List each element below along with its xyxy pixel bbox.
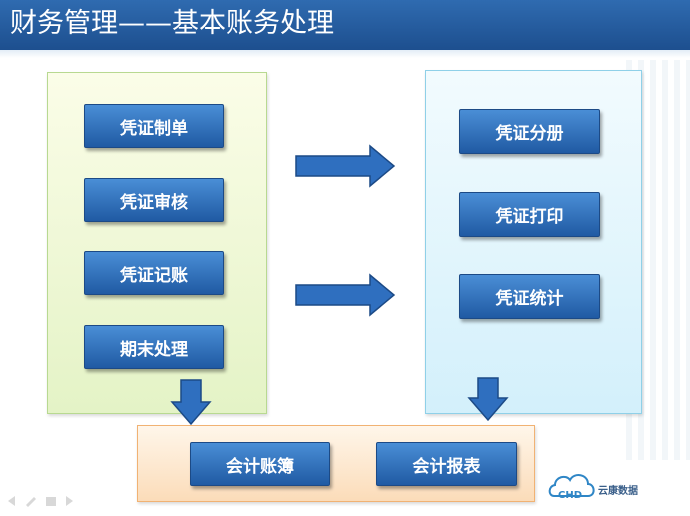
voucher-entry-box: 凭证制单 xyxy=(84,104,224,148)
voucher-volume-box: 凭证分册 xyxy=(459,109,600,154)
slide-navigation-controls[interactable] xyxy=(6,494,86,508)
accounting-ledger-box: 会计账簿 xyxy=(190,442,330,486)
logo-text: CHD xyxy=(558,490,582,501)
pen-icon[interactable] xyxy=(26,497,36,507)
down-arrow-icon xyxy=(467,377,509,422)
menu-icon[interactable] xyxy=(46,497,56,506)
title-divider xyxy=(0,50,690,58)
company-logo: CHD 云康数据 xyxy=(548,474,638,501)
slide-title: 财务管理——基本账务处理 xyxy=(10,8,334,39)
next-slide-icon[interactable] xyxy=(66,496,73,506)
voucher-statistics-box: 凭证统计 xyxy=(459,274,600,319)
previous-slide-icon[interactable] xyxy=(8,496,15,506)
right-arrow-icon xyxy=(295,273,396,317)
period-end-box: 期末处理 xyxy=(84,325,224,369)
voucher-print-box: 凭证打印 xyxy=(459,192,600,237)
accounting-report-box: 会计报表 xyxy=(376,442,517,486)
down-arrow-icon xyxy=(170,379,212,426)
right-arrow-icon xyxy=(295,144,396,188)
voucher-posting-box: 凭证记账 xyxy=(84,251,224,295)
voucher-review-box: 凭证审核 xyxy=(84,178,224,222)
logo-subtext: 云康数据 xyxy=(598,484,638,497)
title-bar: 财务管理——基本账务处理 xyxy=(0,0,690,50)
